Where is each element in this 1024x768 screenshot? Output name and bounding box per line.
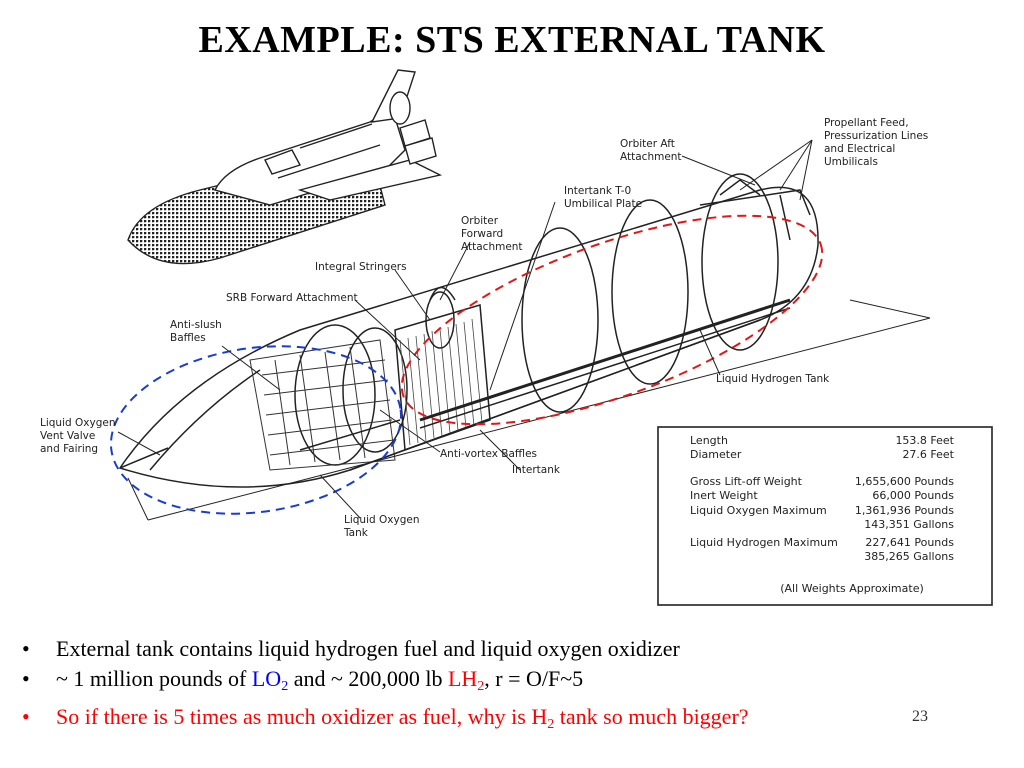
label-orbiter-forward: Orbiter Forward Attachment [461,215,523,253]
lh2-subscript: 2 [477,679,485,694]
spec-lh2-gallons: 385,265 Gallons [864,550,954,563]
spec-lh2-pounds: 227,641 Pounds [865,536,954,549]
tank-body [118,173,819,488]
spec-note: (All Weights Approximate) [780,582,924,595]
label-lox-tank: Liquid Oxygen Tank [343,514,423,539]
bullet-list: External tank contains liquid hydrogen f… [22,634,749,740]
bullet-2: ~ 1 million pounds of LO2 and ~ 200,000 … [22,664,749,702]
lo2-term: LO2 [251,666,289,694]
label-intertank-t0: Intertank T-0 Umbilical Plate [564,185,642,210]
spec-lox-pounds: 1,361,936 Pounds [855,504,954,517]
spec-gross-label: Gross Lift-off Weight [690,475,803,488]
specs-box: Length 153.8 Feet Diameter 27.6 Feet Gro… [657,426,993,606]
label-orbiter-aft: Orbiter Aft Attachment [620,138,682,163]
bullet-2-mid: and ~ 200,000 lb [288,666,448,691]
h2-subscript: 2 [547,717,555,732]
label-anti-slush: Anti-slush Baffles [170,319,225,344]
page-number: 23 [912,708,928,725]
lh2-tank-highlight [400,214,824,426]
spec-inert-label: Inert Weight [690,489,758,502]
lh2-term: LH2 [447,666,485,694]
label-propellant-feed: Propellant Feed, Pressurization Lines an… [824,117,932,168]
bullet-2-post: , r = O/F~5 [484,666,584,691]
spec-diameter-label: Diameter [690,448,742,461]
lo2-subscript: 2 [281,679,289,694]
spec-length-label: Length [690,434,728,447]
label-anti-vortex: Anti-vortex Baffles [440,448,537,460]
bullet-2-pre: ~ 1 million pounds of [56,666,252,691]
label-integral-stringers: Integral Stringers [315,261,407,273]
spec-lox-label: Liquid Oxygen Maximum [690,504,827,517]
external-tank-diagram: Orbiter Aft Attachment Propellant Feed, … [40,69,993,606]
spec-lh2-label: Liquid Hydrogen Maximum [690,536,838,549]
label-lh2-tank: Liquid Hydrogen Tank [716,373,830,385]
slide-title: EXAMPLE: STS EXTERNAL TANK [198,19,826,61]
lh2-text: LH [447,666,478,691]
spec-gross-value: 1,655,600 Pounds [855,475,954,488]
specs-table: Length 153.8 Feet Diameter 27.6 Feet Gro… [690,434,955,595]
leader-lines [117,139,813,519]
label-intertank: Intertank [512,464,561,476]
spec-length-value: 153.8 Feet [895,434,954,447]
bullet-1-text: External tank contains liquid hydrogen f… [56,636,680,661]
callout-labels: Orbiter Aft Attachment Propellant Feed, … [40,117,932,539]
bullet-3-post: tank so much bigger? [554,704,749,729]
orbiter-sketch [127,69,443,265]
label-lox-vent: Liquid Oxygen Vent Valve and Fairing [40,417,119,455]
spec-inert-value: 66,000 Pounds [872,489,954,502]
spec-lox-gallons: 143,351 Gallons [864,518,954,531]
bullet-1: External tank contains liquid hydrogen f… [22,634,749,664]
label-srb-forward: SRB Forward Attachment [226,292,358,304]
spec-diameter-value: 27.6 Feet [902,448,954,461]
bullet-3: So if there is 5 times as much oxidizer … [22,702,749,740]
bullet-3-pre: So if there is 5 times as much oxidizer … [56,704,548,729]
lox-tank-highlight [109,345,403,515]
lo2-text: LO [251,666,282,691]
